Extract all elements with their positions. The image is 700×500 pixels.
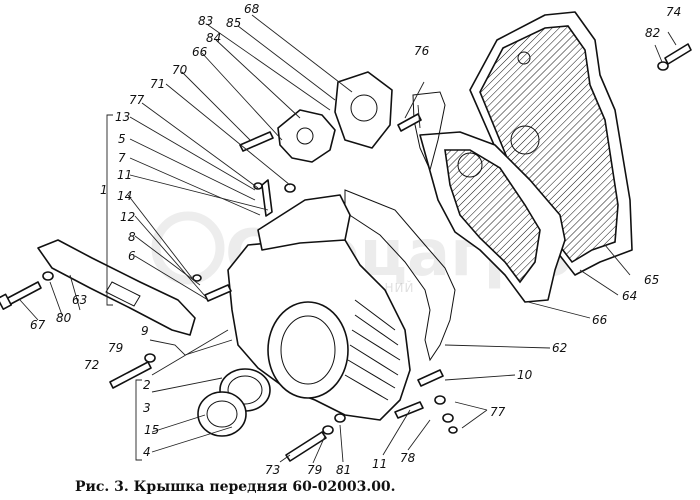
callout-65: 65 [644, 273, 659, 287]
washer-82 [657, 61, 669, 71]
callout-66: 66 [192, 45, 208, 59]
callout-70: 70 [172, 63, 188, 77]
callout-66b: 66 [592, 313, 608, 327]
washer-5 [253, 182, 263, 190]
washer-80 [42, 271, 54, 281]
bolt-74 [664, 43, 692, 65]
callout-82: 82 [645, 26, 660, 40]
callout-3: 3 [143, 401, 151, 415]
stud-14 [261, 179, 273, 217]
callout-77b: 77 [490, 405, 506, 419]
callout-8: 8 [128, 230, 136, 244]
cover-top-flange [257, 194, 351, 251]
figure-caption: Рис. 3. Крышка передняя 60-02003.00. [75, 479, 396, 495]
callout-79: 79 [108, 341, 123, 355]
pump-plate-bore [350, 94, 378, 122]
leader-lines [19, 14, 677, 464]
callout-76: 76 [414, 44, 430, 58]
nut-77 [448, 426, 458, 434]
group-bracket-lower [135, 379, 142, 461]
callout-63: 63 [72, 293, 87, 307]
bracket-63 [37, 239, 196, 336]
seal-15-inner [206, 400, 238, 428]
seal-15 [197, 391, 247, 437]
callout-83: 83 [198, 14, 213, 28]
callout-79b: 79 [307, 463, 322, 477]
gasket-76 [412, 91, 446, 172]
callout-74: 74 [666, 5, 681, 19]
washer-81 [334, 413, 346, 423]
washer-79 [144, 353, 156, 363]
bolt-67-head [0, 293, 13, 310]
bolt-73 [285, 431, 327, 462]
seal-bore [280, 315, 336, 385]
callout-84: 84 [206, 31, 221, 45]
gasket-66-hole [457, 152, 483, 178]
stud-11 [394, 401, 424, 419]
gasket-hole-small [517, 51, 531, 65]
callout-13: 13 [115, 110, 130, 124]
callout-7: 7 [118, 151, 126, 165]
gasket-hole [510, 125, 540, 155]
callout-81: 81 [336, 463, 351, 477]
bracket-63-slot [105, 281, 141, 307]
callout-77: 77 [129, 93, 145, 107]
pump-plate-68 [334, 71, 393, 149]
callout-72: 72 [84, 358, 99, 372]
callout-4: 4 [143, 445, 151, 459]
gasket-62 [344, 189, 456, 362]
callout-1: 1 [100, 183, 108, 197]
group-bracket-left [106, 114, 113, 306]
callout-11: 11 [117, 168, 132, 182]
washer-77a [434, 395, 446, 405]
callout-6: 6 [128, 249, 136, 263]
callout-73: 73 [265, 463, 280, 477]
callout-2: 2 [143, 378, 151, 392]
gasket-66-hatched [444, 149, 541, 284]
callout-68: 68 [244, 2, 260, 16]
callout-15: 15 [144, 423, 159, 437]
callout-71: 71 [150, 77, 165, 91]
washer-79b [322, 425, 334, 435]
pump-shaft [296, 127, 314, 145]
washer-77b [442, 413, 454, 423]
callout-11b: 11 [372, 457, 387, 471]
callout-67: 67 [30, 318, 46, 332]
bolt-70 [239, 131, 274, 152]
washer-77c [284, 183, 296, 193]
stud-10 [417, 369, 444, 387]
callout-10: 10 [517, 368, 533, 382]
callout-85: 85 [226, 16, 241, 30]
cover-ribs [344, 299, 401, 401]
callout-62: 62 [552, 341, 567, 355]
callout-80: 80 [56, 311, 72, 325]
callout-9: 9 [141, 324, 149, 338]
nut-8 [192, 274, 202, 282]
ring-3-inner [227, 375, 263, 405]
callout-14: 14 [117, 189, 132, 203]
stud-12 [204, 284, 232, 302]
callout-12: 12 [120, 210, 135, 224]
pump-84 [277, 109, 336, 163]
leader-77-pair [454, 401, 488, 429]
callout-5: 5 [118, 132, 126, 146]
bolt-76 [397, 113, 422, 132]
callout-labels: 83 85 68 84 66 70 71 77 13 5 7 11 1 14 1… [30, 2, 681, 477]
callout-64: 64 [622, 289, 637, 303]
callout-78: 78 [400, 451, 416, 465]
seal-housing [267, 301, 349, 399]
bolt-72 [109, 361, 152, 389]
